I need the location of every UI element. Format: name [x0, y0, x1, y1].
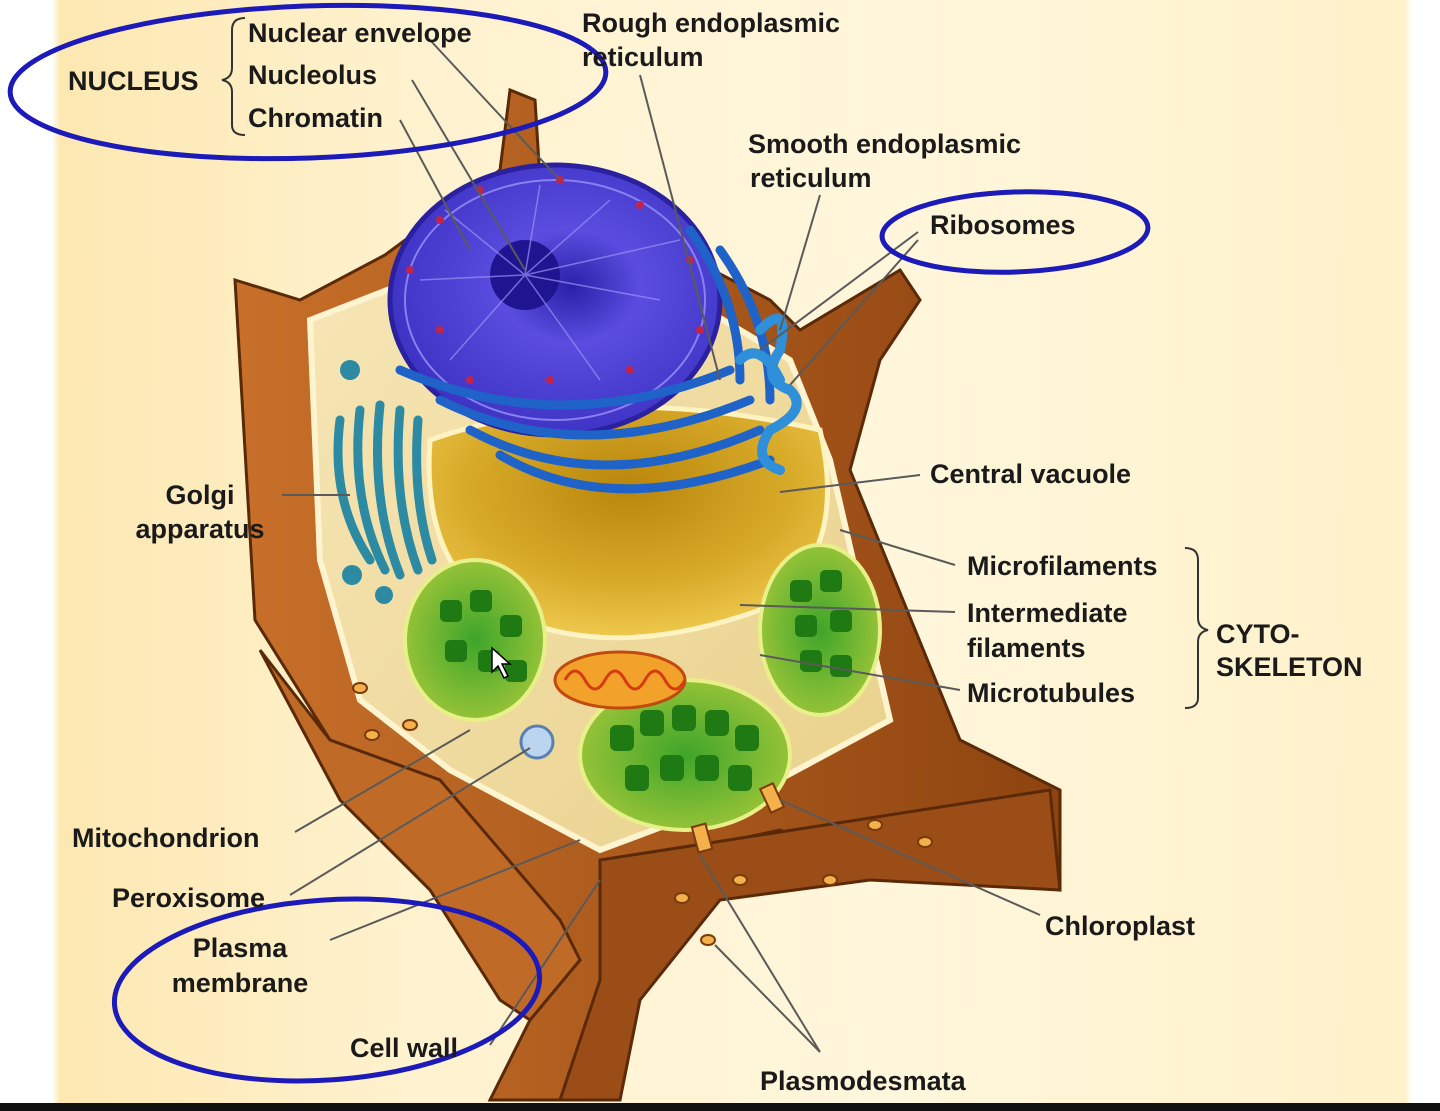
label-plasmodesmata: Plasmodesmata	[760, 1066, 966, 1096]
label-golgi-line2: apparatus	[135, 514, 265, 544]
label-peroxisome: Peroxisome	[112, 883, 266, 913]
label-smooth-er-line1: Smooth endoplasmic	[748, 129, 1022, 159]
label-chloroplast: Chloroplast	[1045, 911, 1196, 941]
label-nucleolus: Nucleolus	[248, 60, 378, 90]
label-ribosomes: Ribosomes	[930, 210, 1076, 240]
label-plasma-membrane-line2: membrane	[171, 968, 309, 998]
plasma-membrane-highlight	[111, 896, 543, 1084]
cytoskeleton-brace	[1184, 547, 1209, 709]
label-cell-wall: Cell wall	[350, 1033, 459, 1063]
label-rough-er-line1: Rough endoplasmic	[582, 8, 841, 38]
ribosomes-highlight	[879, 189, 1151, 275]
label-nucleus: NUCLEUS	[68, 66, 199, 96]
label-cytoskeleton-line2: SKELETON	[1216, 652, 1363, 682]
mitochondrion	[553, 650, 687, 710]
label-plasma-membrane-line1: Plasma	[192, 933, 288, 963]
mouse-cursor	[491, 646, 512, 680]
label-golgi-line1: Golgi	[165, 480, 235, 510]
label-mitochondrion: Mitochondrion	[72, 823, 260, 853]
peroxisome	[519, 724, 555, 760]
nucleus-highlight	[7, 2, 609, 162]
plasmodesmata-pores	[352, 682, 933, 946]
label-rough-er-line2: reticulum	[582, 42, 704, 72]
chloroplast-right	[758, 543, 882, 717]
label-intermediate-line1: Intermediate	[967, 598, 1128, 628]
plasmodesma-channel	[758, 781, 786, 815]
highlight-annotations	[7, 2, 1151, 1084]
bottom-edge-bar	[0, 1103, 1440, 1111]
label-nuclear-envelope: Nuclear envelope	[248, 18, 472, 48]
label-cytoskeleton-line1: CYTO-	[1216, 619, 1300, 649]
leader-lines	[282, 39, 1041, 1053]
label-microtubules: Microtubules	[967, 678, 1136, 708]
label-microfilaments: Microfilaments	[967, 551, 1158, 581]
label-central-vacuole: Central vacuole	[930, 459, 1132, 489]
chloroplast-left	[403, 558, 547, 722]
label-smooth-er-line2: reticulum	[750, 163, 872, 193]
label-intermediate-line2: filaments	[967, 633, 1086, 663]
label-chromatin: Chromatin	[248, 103, 383, 133]
nucleus-brace	[221, 17, 246, 136]
plasmodesma-channel	[690, 822, 714, 854]
rough-endoplasmic-reticulum	[395, 225, 775, 494]
